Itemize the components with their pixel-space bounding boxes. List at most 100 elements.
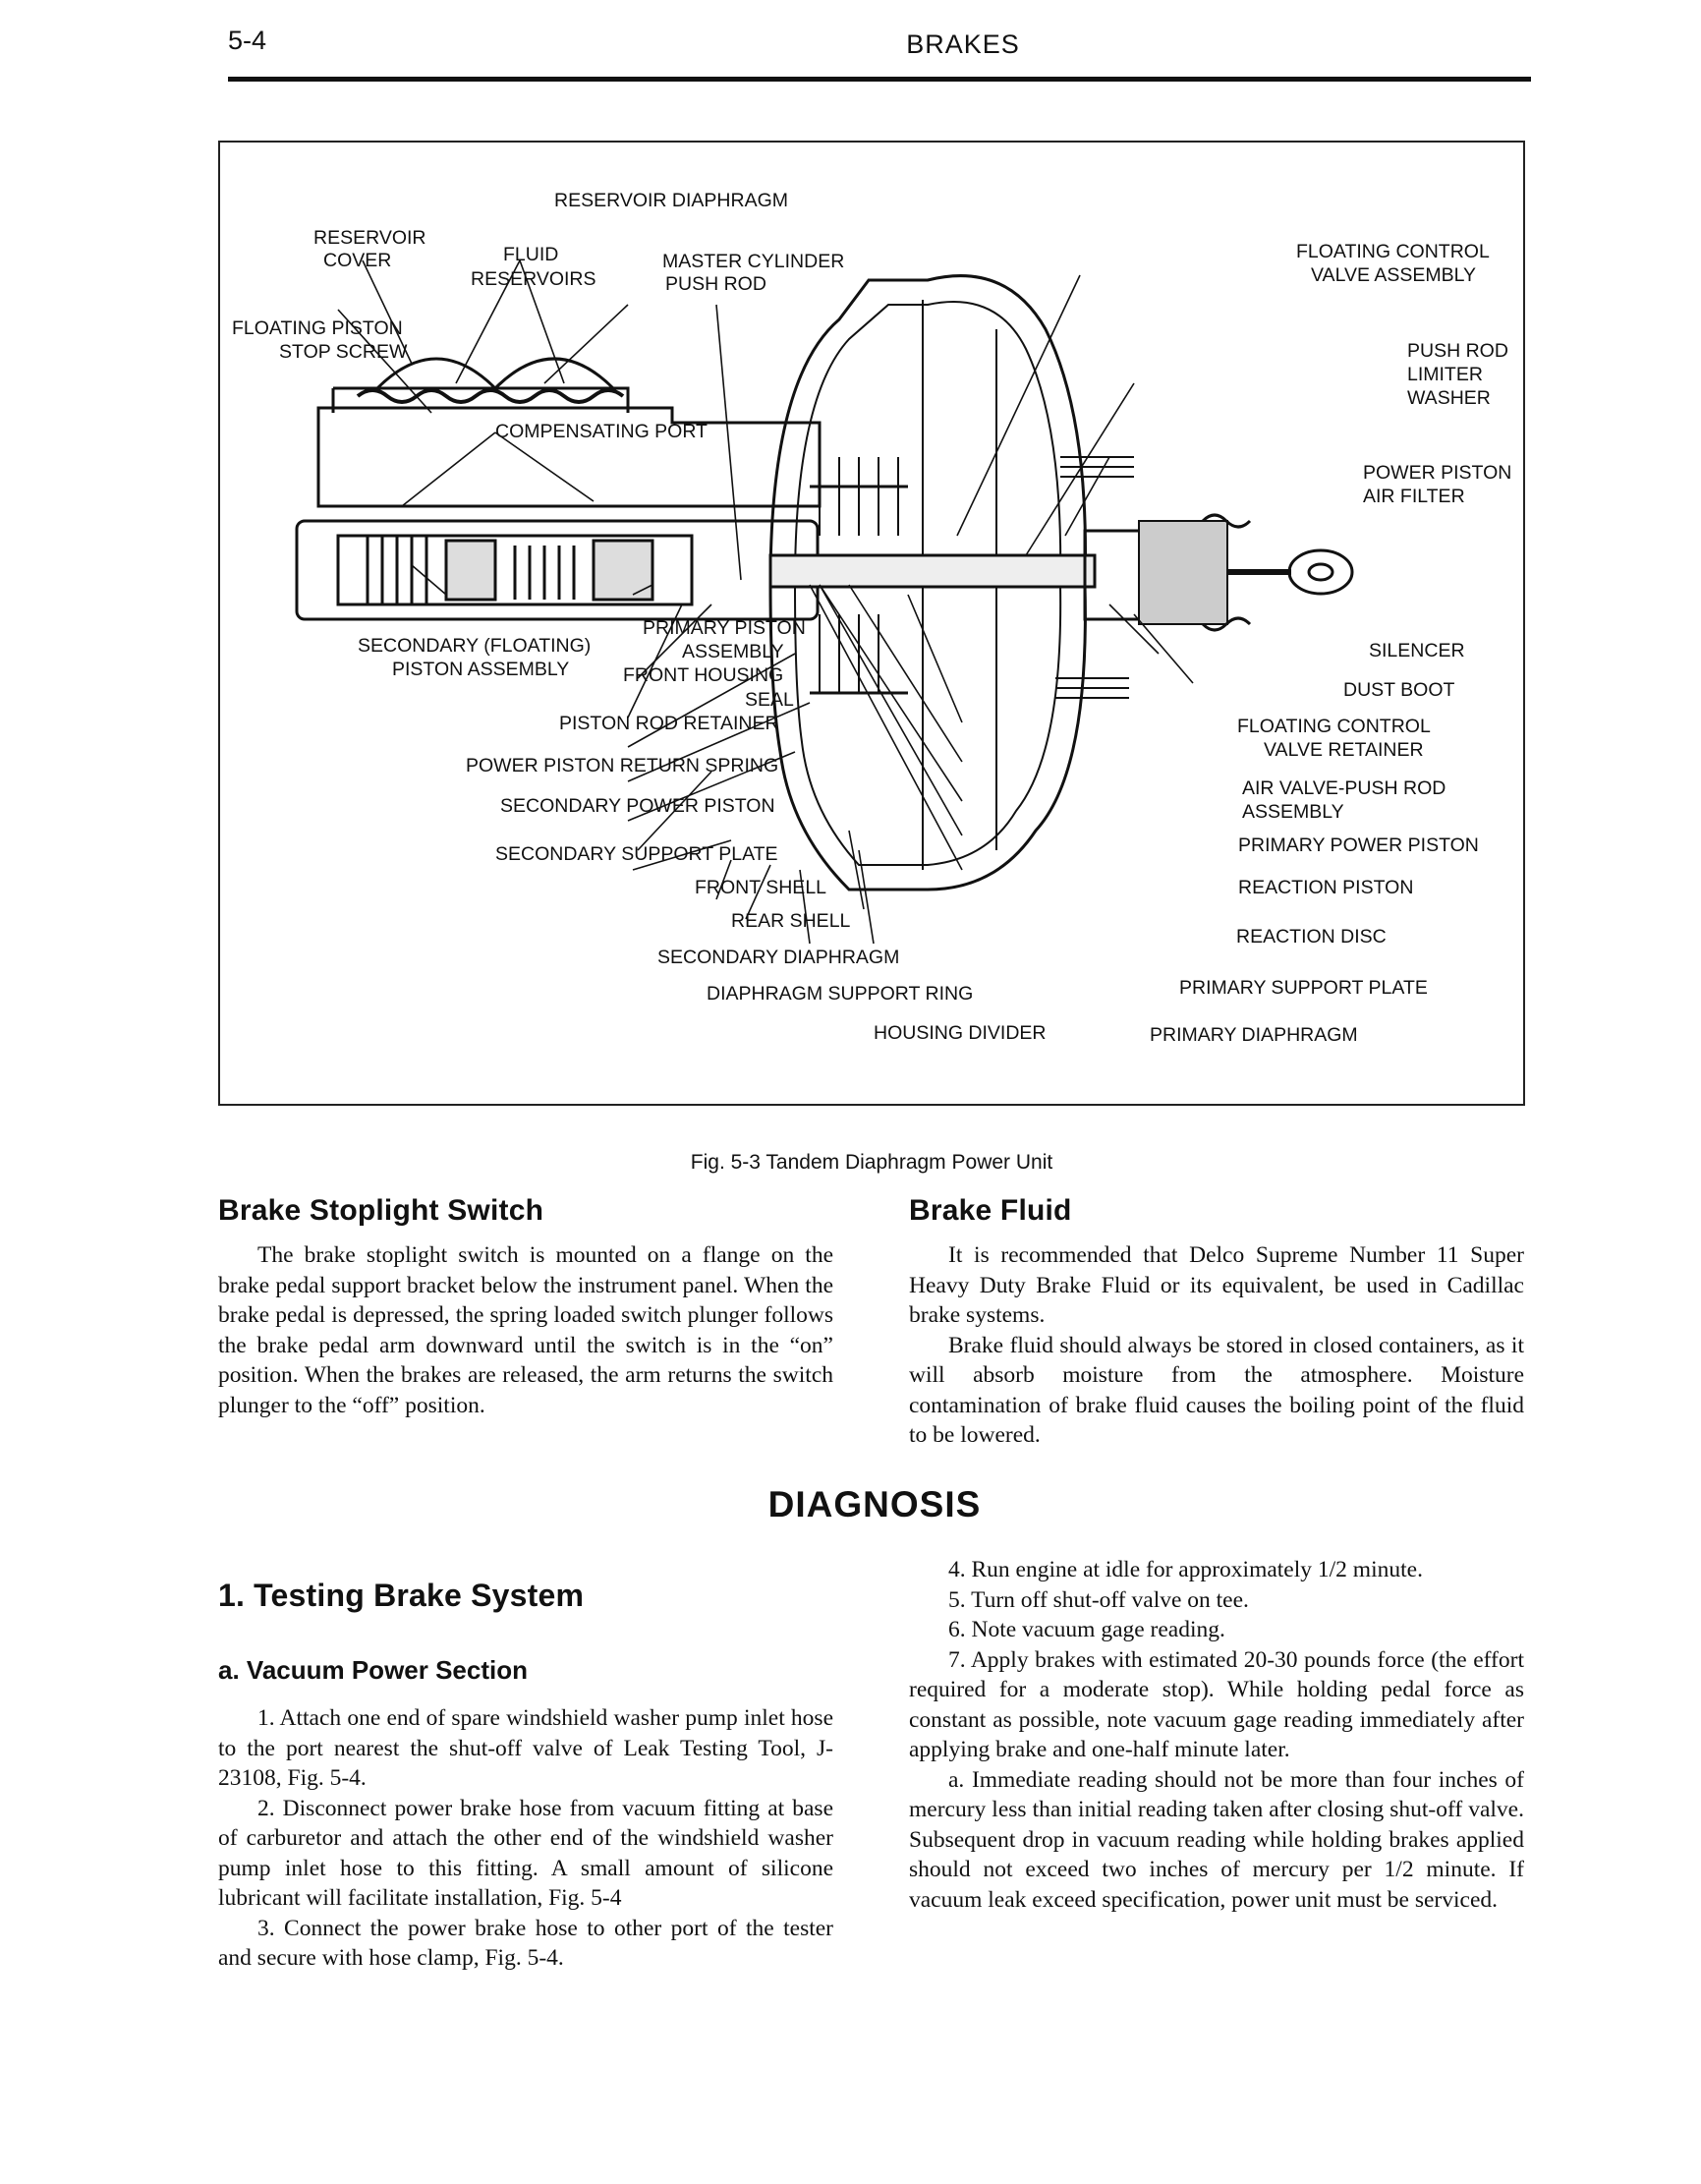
leader-reaction-piston bbox=[819, 584, 963, 836]
right-steps: 4. Run engine at idle for approximately … bbox=[909, 1555, 1524, 1915]
leader-stop-screw bbox=[337, 309, 432, 414]
testing-heading: 1. Testing Brake System bbox=[218, 1578, 585, 1613]
leader-reservoir-diaphragm bbox=[543, 304, 629, 384]
page-number: 5-4 bbox=[228, 26, 267, 55]
bore-inner bbox=[336, 534, 694, 606]
power-unit-diagram: RESERVOIR DIAPHRAGM RESERVOIR COVER FLUI… bbox=[232, 190, 1511, 1046]
step-7a: a. Immediate reading should not be more … bbox=[909, 1766, 1524, 1913]
fluid-paragraph-2: Brake fluid should always be stored in c… bbox=[909, 1332, 1524, 1449]
primary-piston bbox=[592, 539, 654, 602]
leader-sec-diaphragm bbox=[715, 859, 732, 900]
leader-air-filter bbox=[1064, 456, 1110, 537]
leader-housing-divider bbox=[799, 869, 811, 945]
section-title: BRAKES bbox=[906, 29, 1020, 59]
leader-push-rod bbox=[715, 304, 742, 581]
label-front-housing-1: FRONT HOUSING bbox=[623, 664, 783, 686]
label-air-valve-2: ASSEMBLY bbox=[1242, 801, 1344, 823]
leader-front-shell bbox=[637, 771, 712, 851]
lower-stud bbox=[1055, 677, 1129, 699]
leader-dust-boot bbox=[1133, 613, 1194, 684]
leader-sec-support-plate bbox=[627, 751, 796, 822]
leader-return-spring bbox=[627, 653, 796, 748]
label-front-housing-2: SEAL bbox=[745, 689, 794, 711]
label-primary-diaphragm: PRIMARY DIAPHRAGM bbox=[1150, 1024, 1358, 1046]
step-1: 1. Attach one end of spare windshield wa… bbox=[218, 1705, 833, 1791]
label-floating-control-2: VALVE ASSEMBLY bbox=[1311, 264, 1476, 286]
leader-reaction-disc bbox=[809, 584, 963, 871]
label-limiter-1: PUSH ROD bbox=[1407, 340, 1508, 362]
leader-primary-piston bbox=[632, 584, 653, 596]
leader-fluid-reservoir-a bbox=[455, 259, 521, 384]
label-secondary-piston-2: PISTON ASSEMBLY bbox=[392, 659, 569, 680]
primary-piston-ribs bbox=[819, 614, 879, 693]
label-floating-piston-1: FLOATING PISTON bbox=[232, 317, 403, 339]
rod-eye bbox=[1287, 548, 1354, 596]
label-front-shell: FRONT SHELL bbox=[695, 877, 826, 898]
step-6: 6. Note vacuum gage reading. bbox=[948, 1617, 1225, 1642]
left-steps: 1. Attach one end of spare windshield wa… bbox=[218, 1703, 833, 1974]
leader-reservoir-cover bbox=[362, 259, 413, 365]
leader-primary-support-plate bbox=[848, 830, 865, 910]
leader-comp-port-b bbox=[494, 431, 595, 502]
vacuum-heading: a. Vacuum Power Section bbox=[218, 1655, 528, 1685]
leader-primary-power-piston bbox=[819, 584, 963, 802]
secondary-piston bbox=[444, 539, 497, 602]
push-rod bbox=[768, 553, 1097, 589]
label-limiter-3: WASHER bbox=[1407, 387, 1491, 409]
leader-rear-shell bbox=[632, 839, 732, 871]
dust-boot bbox=[1201, 513, 1252, 632]
step-2: 2. Disconnect power brake hose from vacu… bbox=[218, 1795, 833, 1912]
rod-eye-hole bbox=[1307, 562, 1334, 582]
label-limiter-2: LIMITER bbox=[1407, 364, 1483, 385]
label-rear-shell: REAR SHELL bbox=[731, 910, 851, 932]
booster-shell bbox=[768, 274, 1087, 891]
secondary-piston-ribs bbox=[819, 457, 899, 536]
primary-spring bbox=[513, 546, 576, 600]
fluid-section: It is recommended that Delco Supreme Num… bbox=[909, 1240, 1524, 1451]
upper-stud bbox=[1060, 456, 1134, 478]
label-floating-piston-2: STOP SCREW bbox=[279, 341, 408, 363]
leader-rod-retainer bbox=[627, 603, 683, 718]
reservoir-diaphragm-wave bbox=[356, 388, 625, 404]
label-piston-rod-retainer: PISTON ROD RETAINER bbox=[559, 713, 779, 734]
label-reservoir-cover-1: RESERVOIR bbox=[313, 227, 426, 249]
label-compensating-port: COMPENSATING PORT bbox=[495, 421, 708, 442]
label-reaction-piston: REACTION PISTON bbox=[1238, 877, 1413, 898]
label-fluid-reservoirs-2: RESERVOIRS bbox=[471, 268, 596, 290]
label-reservoir-diaphragm: RESERVOIR DIAPHRAGM bbox=[554, 190, 788, 211]
leader-silencer bbox=[1108, 603, 1160, 655]
label-housing-divider: HOUSING DIVIDER bbox=[874, 1022, 1047, 1044]
fluid-paragraph-1: It is recommended that Delco Supreme Num… bbox=[909, 1242, 1524, 1328]
leader-comp-port-a bbox=[401, 431, 496, 507]
leader-fc-retainer bbox=[907, 594, 963, 723]
label-master-cylinder-1: MASTER CYLINDER bbox=[662, 251, 844, 272]
master-cylinder-body bbox=[316, 406, 822, 508]
leader-front-housing bbox=[637, 603, 712, 679]
label-primary-piston-2: ASSEMBLY bbox=[682, 641, 784, 662]
leader-primary-diaphragm bbox=[858, 849, 875, 945]
stoplight-heading: Brake Stoplight Switch bbox=[218, 1194, 544, 1227]
step-3: 3. Connect the power brake hose to other… bbox=[218, 1915, 833, 1972]
label-return-spring: POWER PISTON RETURN SPRING bbox=[466, 755, 778, 776]
label-secondary-piston-1: SECONDARY (FLOATING) bbox=[358, 635, 591, 657]
label-master-cylinder-2: PUSH ROD bbox=[665, 273, 766, 295]
label-fluid-reservoirs-1: FLUID bbox=[503, 244, 558, 265]
label-secondary-support-plate: SECONDARY SUPPORT PLATE bbox=[495, 843, 778, 865]
label-fc-retainer-2: VALVE RETAINER bbox=[1264, 739, 1424, 761]
leader-secondary-piston bbox=[411, 564, 447, 596]
stoplight-paragraph: The brake stoplight switch is mounted on… bbox=[218, 1242, 833, 1418]
secondary-spring bbox=[366, 536, 428, 604]
label-air-filter-2: AIR FILTER bbox=[1363, 486, 1465, 507]
leader-limiter bbox=[1025, 382, 1135, 556]
label-primary-piston-1: PRIMARY PISTON bbox=[643, 617, 806, 639]
leader-sec-power-piston bbox=[627, 702, 811, 782]
leader-support-ring bbox=[745, 864, 771, 920]
leader-floating-control bbox=[956, 274, 1081, 537]
air-filter bbox=[1138, 520, 1228, 625]
step-7: 7. Apply brakes with estimated 20-30 pou… bbox=[909, 1646, 1524, 1763]
step-5: 5. Turn off shut-off valve on tee. bbox=[948, 1586, 1249, 1613]
header-rule bbox=[228, 77, 1531, 82]
leader-air-valve bbox=[848, 584, 963, 763]
reservoir-dome-right bbox=[493, 357, 615, 390]
figure-frame: RESERVOIR DIAPHRAGM RESERVOIR COVER FLUI… bbox=[218, 141, 1525, 1106]
